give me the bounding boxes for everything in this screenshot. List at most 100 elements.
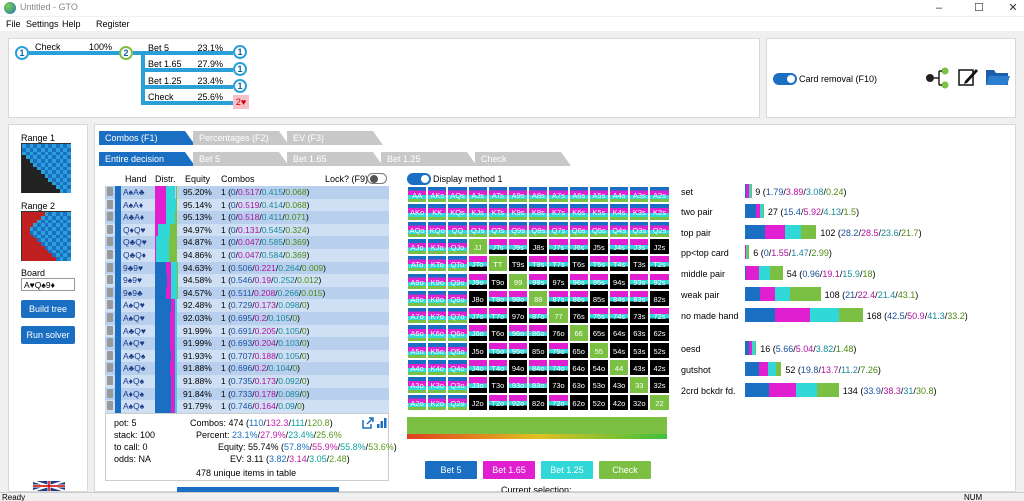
grid-cell[interactable]: Q4o <box>447 359 468 377</box>
branch-node-card[interactable]: 2♥ <box>233 95 249 109</box>
grid-cell[interactable]: A2s <box>649 186 670 204</box>
grid-cell[interactable]: 93s <box>629 272 650 290</box>
col-hand[interactable]: Hand <box>125 174 147 184</box>
grid-cell[interactable]: 85o <box>528 341 549 359</box>
grid-cell[interactable]: AA <box>407 186 428 204</box>
grid-cell[interactable]: 86o <box>528 324 549 342</box>
grid-cell[interactable]: 85s <box>588 289 609 308</box>
grid-cell[interactable]: J8o <box>467 289 488 308</box>
grid-cell[interactable]: 64o <box>568 359 589 377</box>
board-input[interactable]: A♥Q♠9♦ <box>21 278 75 291</box>
grid-cell[interactable]: T5s <box>588 255 609 273</box>
grid-cell[interactable]: A9o <box>407 272 428 290</box>
grid-cell[interactable]: A6s <box>568 186 589 204</box>
grid-cell[interactable]: 52s <box>649 341 670 359</box>
grid-cell[interactable]: ATo <box>407 255 428 273</box>
grid-cell[interactable]: 53s <box>629 341 650 359</box>
grid-cell[interactable]: T8o <box>487 289 508 308</box>
tab-bet165[interactable]: Bet 1.65 <box>287 152 383 166</box>
grid-cell[interactable]: 84s <box>609 289 630 308</box>
grid-cell[interactable]: 33 <box>629 376 650 394</box>
grid-cell[interactable]: A7o <box>407 307 428 325</box>
grid-cell[interactable]: AKo <box>407 203 428 221</box>
grid-cell[interactable]: T4s <box>609 255 630 273</box>
build-tree-button[interactable]: Build tree <box>21 300 75 318</box>
grid-cell[interactable]: QQ <box>447 220 468 238</box>
grid-cell[interactable]: Q3s <box>629 220 650 238</box>
grid-cell[interactable]: 95o <box>508 341 529 359</box>
grid-cell[interactable]: A9s <box>508 186 529 204</box>
grid-cell[interactable]: AQo <box>407 220 428 238</box>
grid-cell[interactable]: KK <box>427 203 448 221</box>
grid-cell[interactable]: QJs <box>467 220 488 238</box>
grid-cell[interactable]: K8o <box>427 289 448 308</box>
language-flag-icon[interactable] <box>33 481 65 491</box>
grid-cell[interactable]: 64s <box>609 324 630 342</box>
grid-cell[interactable]: 43s <box>629 359 650 377</box>
grid-cell[interactable]: 54o <box>588 359 609 377</box>
grid-cell[interactable]: A4o <box>407 359 428 377</box>
grid-cell[interactable]: A8s <box>528 186 549 204</box>
grid-cell[interactable]: A8o <box>407 289 428 308</box>
grid-cell[interactable]: 83o <box>528 376 549 394</box>
grid-cell[interactable]: A7s <box>548 186 569 204</box>
grid-cell[interactable]: 62o <box>568 393 589 411</box>
grid-cell[interactable]: 93o <box>508 376 529 394</box>
tree-root-node[interactable]: 1 <box>15 46 29 60</box>
grid-cell[interactable]: Q2o <box>447 393 468 411</box>
grid-cell[interactable]: K9s <box>508 203 529 221</box>
grid-cell[interactable]: 76o <box>548 324 569 342</box>
grid-cell[interactable]: J5o <box>467 341 488 359</box>
grid-cell[interactable]: T3o <box>487 376 508 394</box>
tree-view-icon[interactable] <box>925 67 951 89</box>
grid-cell[interactable]: T6o <box>487 324 508 342</box>
bet165-button[interactable]: Bet 1.65 <box>483 461 535 479</box>
lock-icon[interactable] <box>107 287 113 297</box>
grid-cell[interactable]: Q4s <box>609 220 630 238</box>
grid-cell[interactable]: 86s <box>568 289 589 308</box>
grid-cell[interactable]: K7s <box>548 203 569 221</box>
grid-cell[interactable]: K6o <box>427 324 448 342</box>
grid-cell[interactable]: A6o <box>407 324 428 342</box>
grid-cell[interactable]: AJo <box>407 237 428 256</box>
grid-cell[interactable]: T9s <box>508 255 529 273</box>
grid-cell[interactable]: T2o <box>487 393 508 411</box>
tab-entire-decision[interactable]: Entire decision <box>99 152 195 166</box>
grid-cell[interactable]: 97o <box>508 307 529 325</box>
grid-cell[interactable]: QTo <box>447 255 468 273</box>
grid-cell[interactable]: 72o <box>548 393 569 411</box>
grid-cell[interactable]: KQs <box>447 203 468 221</box>
chart-icon[interactable] <box>376 417 388 429</box>
table-row[interactable]: 9♣9♥94.63%1 (0.506/0.221/0.264/0.009) <box>105 261 389 275</box>
run-solver-button[interactable]: Run solver <box>21 326 75 344</box>
tab-ev[interactable]: EV (F3) <box>287 131 383 145</box>
grid-cell[interactable]: Q7o <box>447 307 468 325</box>
grid-cell[interactable]: J9s <box>508 237 529 256</box>
grid-cell[interactable]: 43o <box>609 376 630 394</box>
table-row[interactable]: A♠Q♥92.03%1 (0.695/0.2/0.105/0) <box>105 312 389 325</box>
table-row[interactable]: A♣A♦95.13%1 (0/0.518/0.411/0.071) <box>105 211 389 224</box>
grid-cell[interactable]: JJ <box>467 237 488 256</box>
grid-cell[interactable]: 73s <box>629 307 650 325</box>
grid-cell[interactable]: J7s <box>548 237 569 256</box>
lock-icon[interactable] <box>107 300 113 310</box>
grid-cell[interactable]: Q9s <box>508 220 529 238</box>
grid-cell[interactable]: 63s <box>629 324 650 342</box>
grid-cell[interactable]: AQs <box>447 186 468 204</box>
grid-cell[interactable]: 55 <box>588 341 609 359</box>
grid-cell[interactable]: 82o <box>528 393 549 411</box>
table-row[interactable]: A♣Q♠91.88%1 (0.696/0.2/0.104/0) <box>105 362 389 375</box>
lock-icon[interactable] <box>107 401 113 411</box>
stat-row[interactable]: 2crd bckdr fd.134 (33.9/38.3/31/30.8) <box>681 382 1011 398</box>
table-row[interactable]: A♦Q♠91.88%1 (0.735/0.173/0.092/0) <box>105 375 389 388</box>
grid-cell[interactable]: 54s <box>609 341 630 359</box>
grid-cell[interactable]: A3s <box>629 186 650 204</box>
grid-cell[interactable]: Q3o <box>447 376 468 394</box>
grid-cell[interactable]: J4s <box>609 237 630 256</box>
grid-cell[interactable]: T9o <box>487 272 508 290</box>
table-row[interactable]: A♦Q♠91.84%1 (0.733/0.178/0.089/0) <box>105 387 389 401</box>
grid-cell[interactable]: 44 <box>609 359 630 377</box>
grid-cell[interactable]: 63o <box>568 376 589 394</box>
